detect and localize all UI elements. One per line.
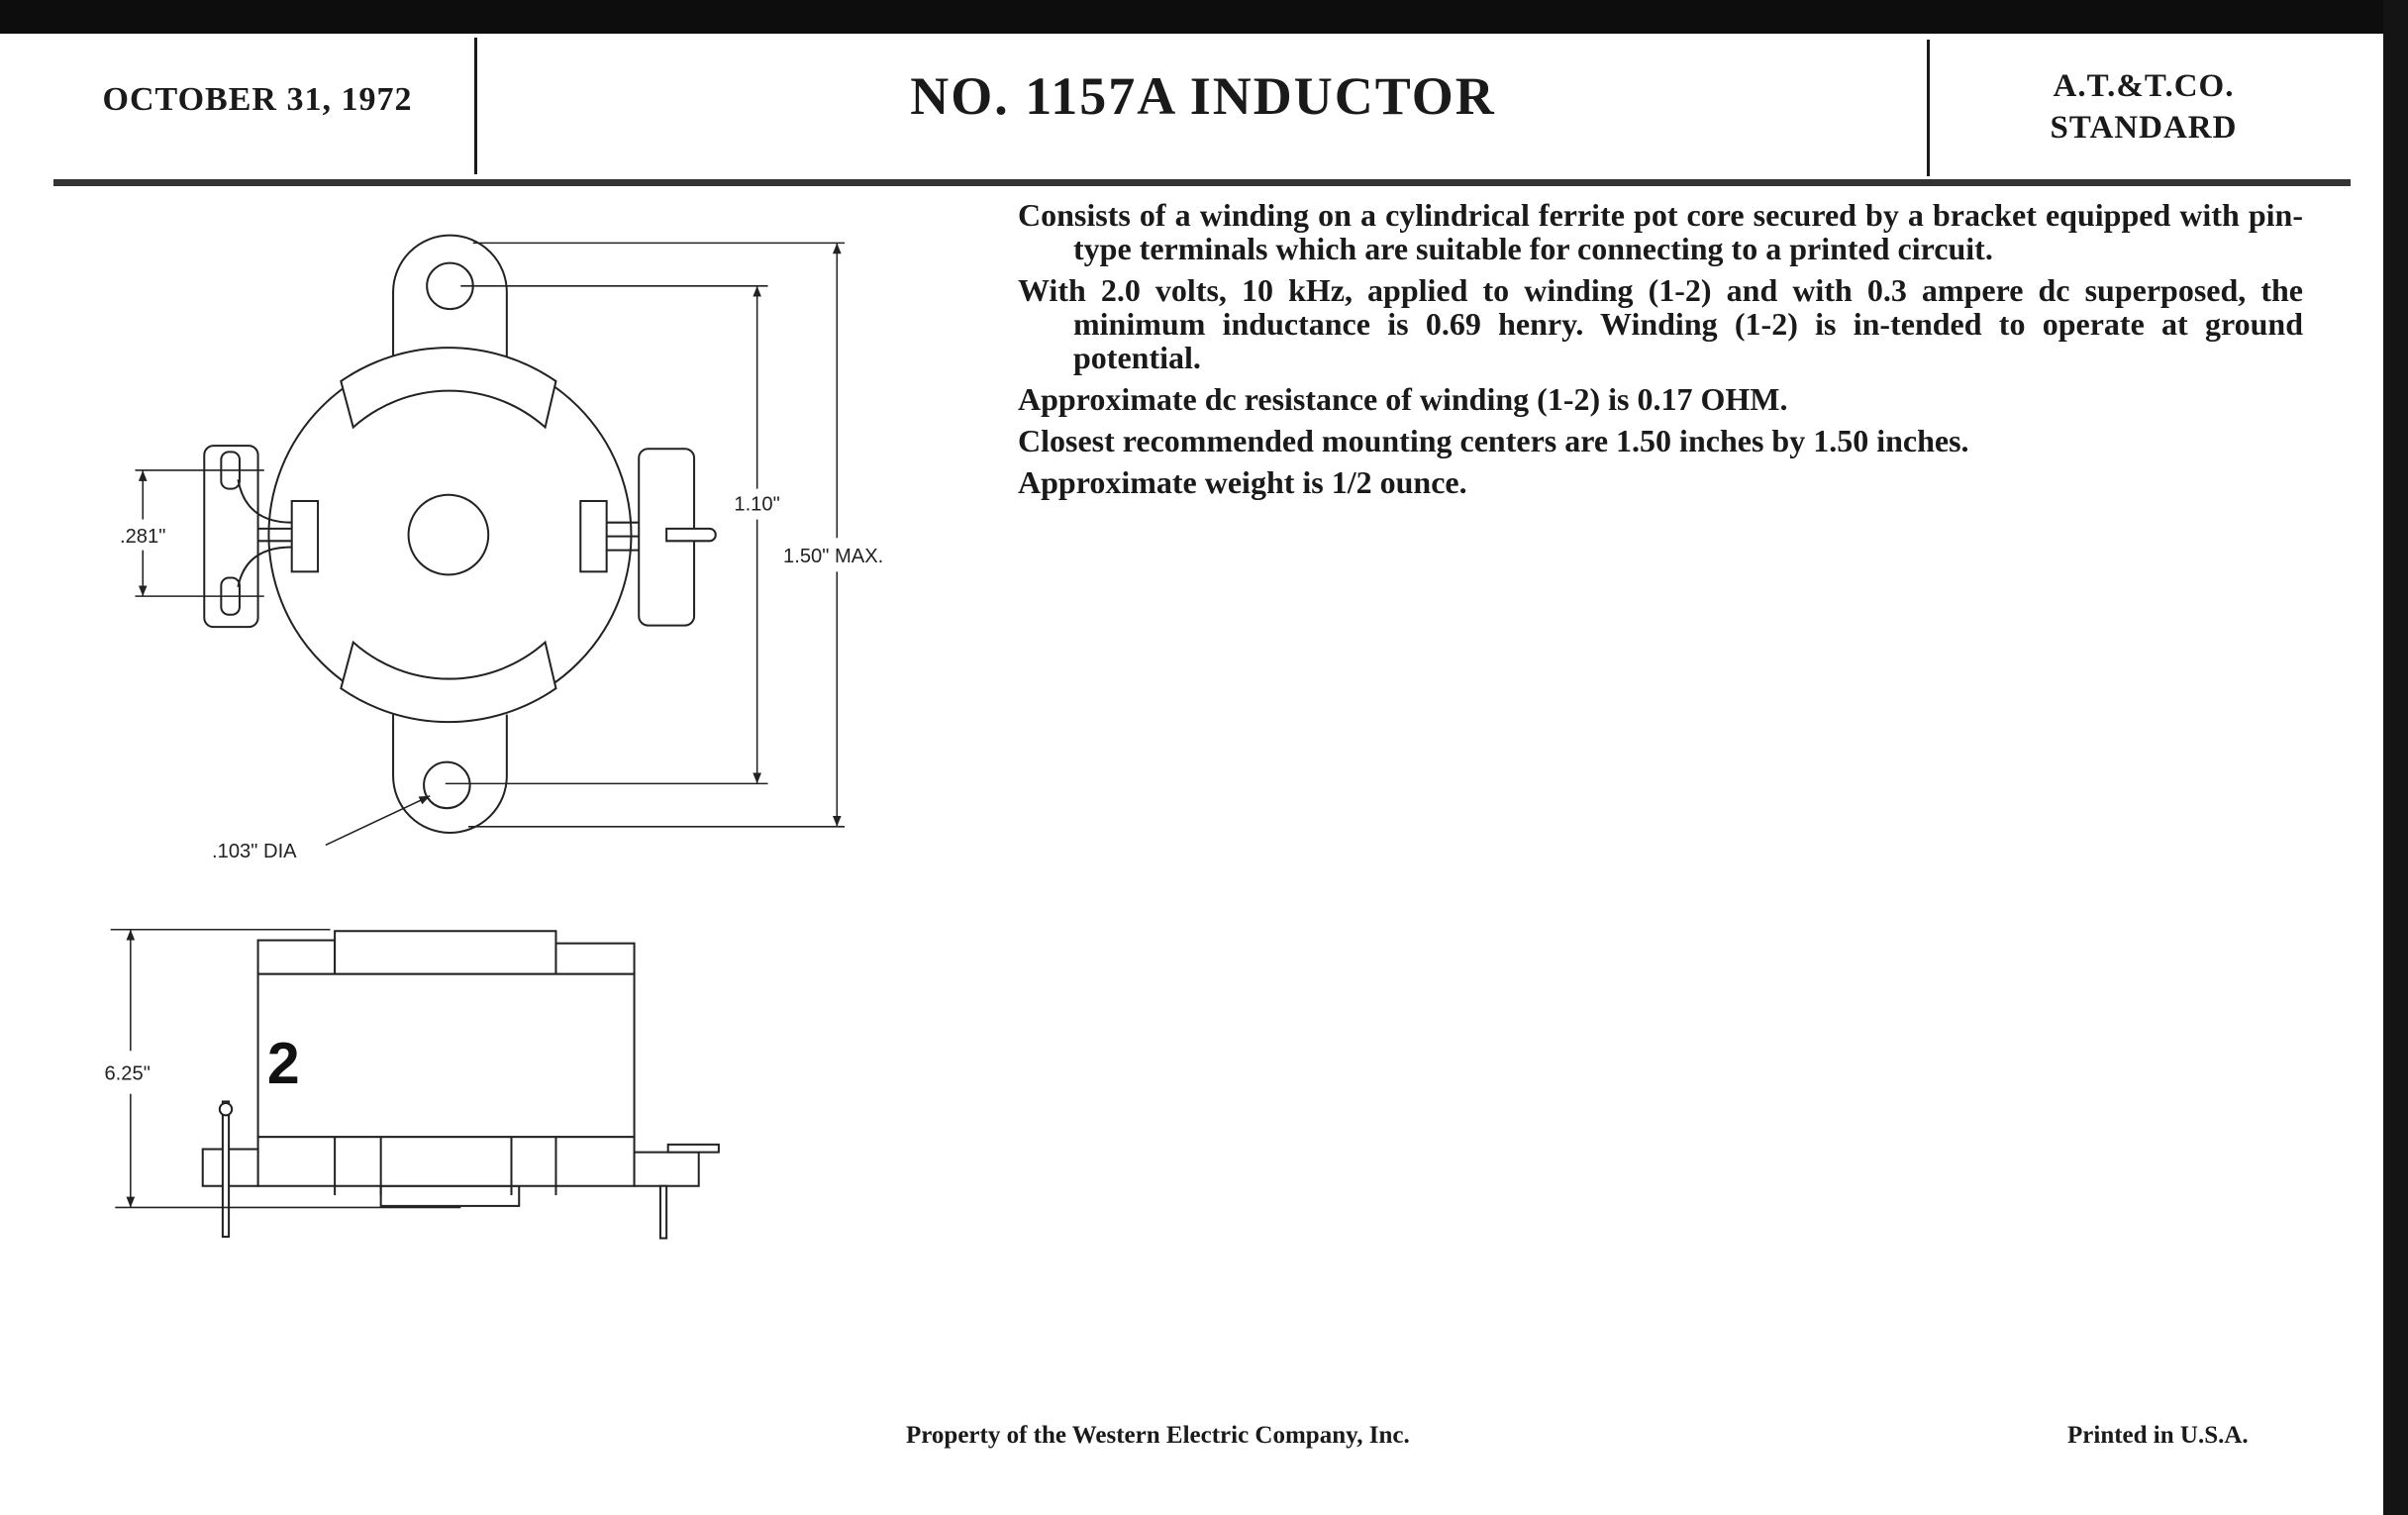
ground-tab-side [666,1143,720,1154]
mounting-hole-bottom [423,760,471,810]
description: Consists of a winding on a cylindrical f… [1018,198,2303,507]
dim-mount-centers: 1.10" [734,493,779,515]
header-rule [53,179,2351,186]
footer-printed: Printed in U.S.A. [2067,1422,2249,1449]
description-paragraph: Consists of a winding on a cylindrical f… [1018,197,2303,266]
standard-line-1: A.T.&T.CO. [2053,68,2235,104]
ground-hook [665,527,717,543]
description-paragraph: Approximate dc resistance of winding (1-… [1018,381,1788,417]
top-view [203,234,717,834]
side-view-dimensions [110,928,461,1209]
terminal-pin-side-right [658,1184,668,1240]
terminal-marking: 2 [267,1032,300,1096]
terminal-pin-side-left [221,1100,231,1238]
center-hole [407,493,490,576]
terminal-block-left [203,445,259,629]
document-title: NO. 1157A INDUCTOR [910,66,1496,126]
lead-tab-right [579,499,608,573]
dim-hole: .103" DIA [212,841,297,862]
bracket-base [256,1136,636,1187]
footer-property: Property of the Western Electric Company… [906,1422,1410,1449]
standard-label: A.T.&T.CO. STANDARD [1941,65,2347,149]
description-paragraph: Closest recommended mounting centers are… [1018,423,1969,458]
top-view-dimensions [135,242,846,847]
dim-terminal-spacing: .281" [120,526,165,548]
description-paragraph: With 2.0 volts, 10 kHz, applied to windi… [1018,272,2303,375]
standard-line-2: STANDARD [2050,110,2238,146]
header-divider [474,38,477,174]
core-bracket-bottom [340,640,557,724]
header-divider [1927,40,1930,176]
scan-border-right [2383,0,2408,1515]
bottom-plate [379,1184,521,1207]
scan-border-top [0,0,2408,34]
lead-tab-left [290,499,320,573]
dim-overall: 1.50" MAX. [783,546,883,567]
dim-height: 6.25" [104,1063,150,1085]
description-paragraph: Approximate weight is 1/2 ounce. [1018,464,1467,500]
flange-right [633,1151,700,1187]
pot-core-side [256,972,636,1139]
core-bracket-top [340,347,557,430]
side-view [201,930,720,1240]
flange-left [201,1148,259,1187]
document-date: OCTOBER 31, 1972 [102,81,413,118]
